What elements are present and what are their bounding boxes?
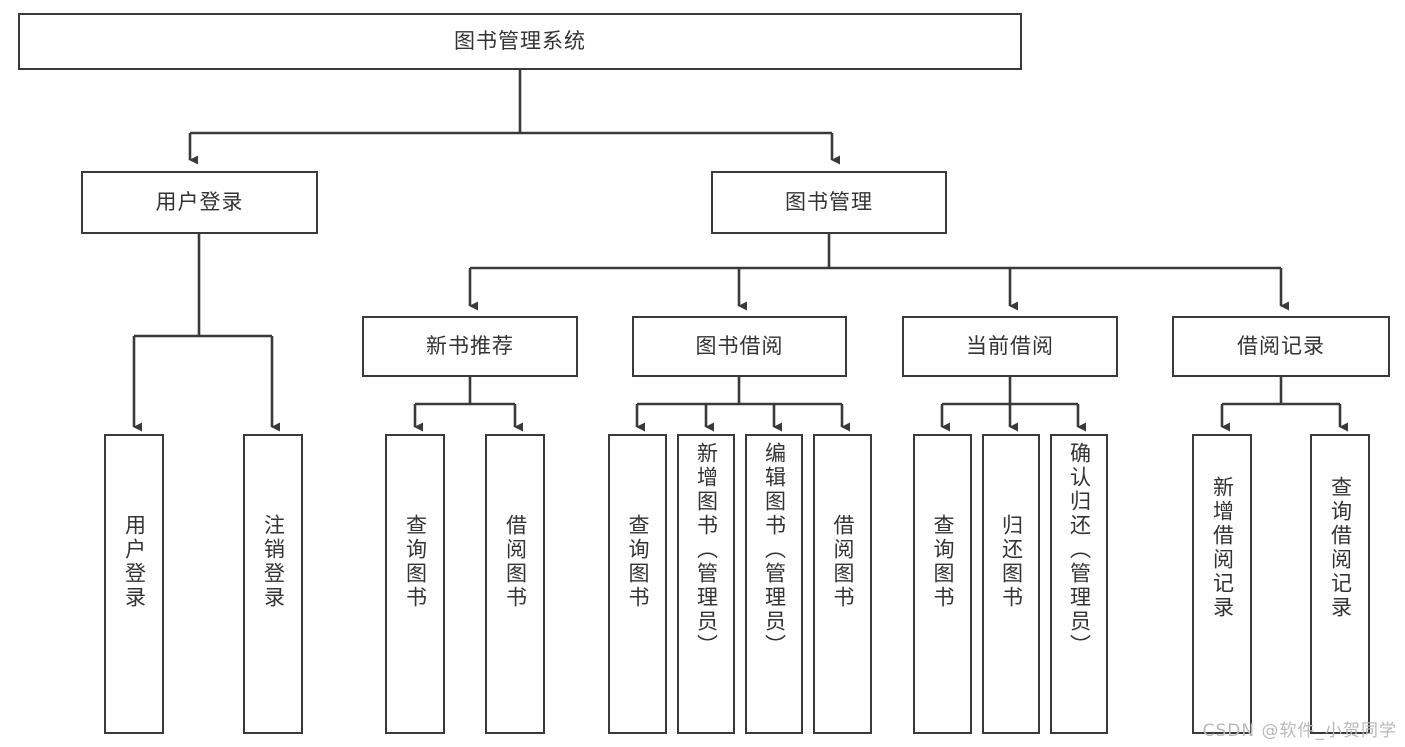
leaf-user-login[interactable]: 用户登录 <box>104 434 164 734</box>
node-root-system[interactable]: 图书管理系统 <box>18 13 1022 70</box>
node-label: 确认归还（管理员） <box>1067 442 1092 658</box>
leaf-query-books-recommend[interactable]: 查询图书 <box>385 434 445 734</box>
node-label: 新增图书（管理员） <box>694 442 719 658</box>
node-label: 查询图书 <box>931 514 955 610</box>
node-label: 归还图书 <box>999 514 1024 610</box>
leaf-query-books-borrow[interactable]: 查询图书 <box>608 434 667 734</box>
node-label: 注销登录 <box>261 514 286 610</box>
leaf-logout-login[interactable]: 注销登录 <box>243 434 303 734</box>
leaf-return-books[interactable]: 归还图书 <box>982 434 1040 734</box>
node-label: 借阅图书 <box>503 514 528 610</box>
node-label: 查询图书 <box>403 514 428 610</box>
node-label: 查询图书 <box>626 514 650 610</box>
leaf-edit-book-admin[interactable]: 编辑图书（管理员） <box>745 434 803 734</box>
leaf-add-book-admin[interactable]: 新增图书（管理员） <box>677 434 735 734</box>
node-current-borrow[interactable]: 当前借阅 <box>902 316 1118 377</box>
node-label: 新书推荐 <box>426 334 514 359</box>
node-label: 用户登录 <box>155 190 244 215</box>
leaf-borrow-books-recommend[interactable]: 借阅图书 <box>485 434 545 734</box>
node-borrow-records[interactable]: 借阅记录 <box>1172 316 1390 377</box>
node-label: 新增借阅记录 <box>1210 476 1235 620</box>
node-new-book-recommend[interactable]: 新书推荐 <box>362 316 578 377</box>
leaf-add-borrow-record[interactable]: 新增借阅记录 <box>1192 434 1252 734</box>
leaf-confirm-return-admin[interactable]: 确认归还（管理员） <box>1050 434 1108 734</box>
csdn-watermark: CSDN @软件_小贺同学 <box>1202 721 1397 741</box>
node-book-borrow[interactable]: 图书借阅 <box>632 316 847 377</box>
node-label: 借阅记录 <box>1237 334 1325 359</box>
node-user-login[interactable]: 用户登录 <box>81 171 318 234</box>
node-book-management[interactable]: 图书管理 <box>711 171 947 234</box>
node-label: 借阅图书 <box>831 514 855 610</box>
node-label: 用户登录 <box>122 514 147 610</box>
node-label: 当前借阅 <box>966 334 1054 359</box>
leaf-borrow-books-borrow[interactable]: 借阅图书 <box>813 434 872 734</box>
node-label: 图书借阅 <box>695 334 784 359</box>
leaf-query-borrow-record[interactable]: 查询借阅记录 <box>1310 434 1370 734</box>
leaf-query-books-current[interactable]: 查询图书 <box>913 434 972 734</box>
node-label: 图书管理 <box>785 190 873 215</box>
node-label: 编辑图书（管理员） <box>762 442 787 658</box>
node-label: 查询借阅记录 <box>1328 476 1353 620</box>
node-label: 图书管理系统 <box>454 29 586 54</box>
